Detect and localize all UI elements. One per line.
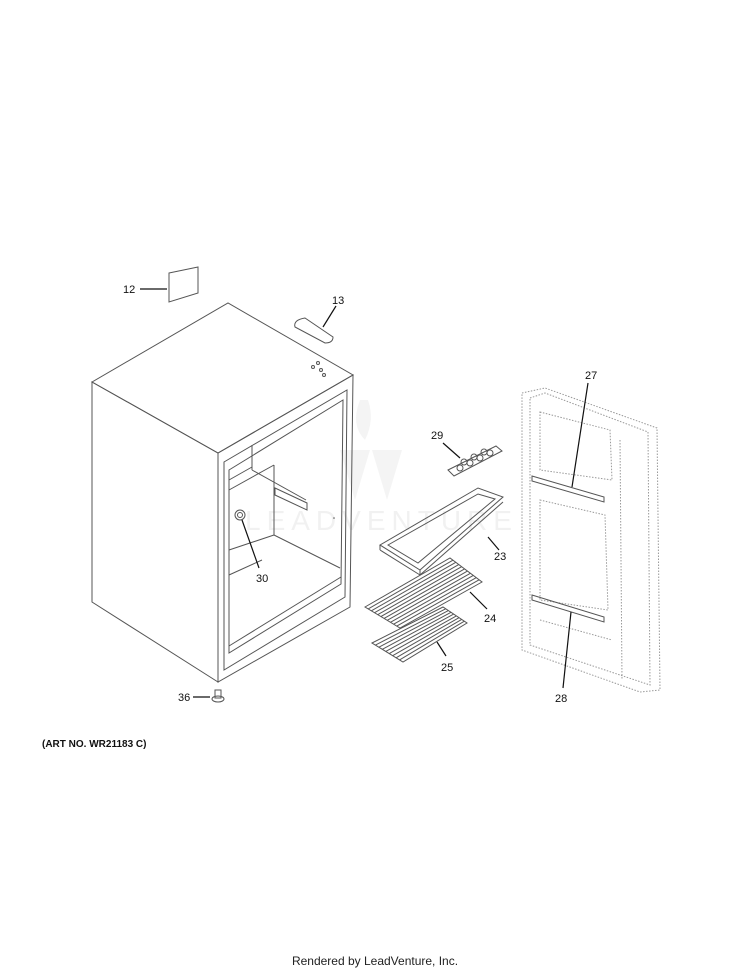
callout-23[interactable]: 23 — [494, 551, 506, 563]
callout-30[interactable]: 30 — [256, 573, 268, 585]
knob-part-30[interactable] — [234, 509, 246, 521]
shelf-wire — [388, 615, 457, 654]
door-shelf-part-27[interactable] — [531, 475, 605, 503]
callout-25[interactable]: 25 — [441, 662, 453, 674]
shelf-wire — [385, 613, 454, 652]
shelf-frame — [370, 606, 468, 663]
shelf-wire — [392, 617, 460, 657]
shelf-part-25[interactable] — [370, 606, 468, 663]
label-part-12[interactable] — [168, 266, 199, 303]
callout-12[interactable]: 12 — [123, 284, 135, 296]
drip-tray-part-23[interactable] — [379, 487, 504, 576]
callout-13[interactable]: 13 — [332, 295, 344, 307]
leveling-foot-part-36[interactable] — [211, 689, 225, 703]
watermark-logo: LEADVENTURE — [245, 400, 518, 536]
hinge-cover-part-13[interactable] — [294, 317, 334, 344]
callout-36[interactable]: 36 — [178, 692, 190, 704]
callout-29[interactable]: 29 — [431, 430, 443, 442]
art-number: (ART NO. WR21183 C) — [42, 739, 147, 750]
callout-24[interactable]: 24 — [484, 613, 496, 625]
shelf-wire — [393, 577, 477, 625]
shelf-wire — [390, 575, 474, 623]
footer-credit: Rendered by LeadVenture, Inc. — [291, 954, 459, 968]
ice-tray-part-29[interactable] — [447, 445, 503, 477]
shelf-wire — [399, 620, 465, 661]
callout-28[interactable]: 28 — [555, 693, 567, 705]
shelf-wire — [380, 568, 465, 617]
shelf-wire — [374, 564, 459, 614]
shelf-wire — [375, 608, 446, 646]
refrigerator-cabinet — [90, 302, 355, 683]
callout-27[interactable]: 27 — [585, 370, 597, 382]
watermark-text: LEADVENTURE — [245, 505, 518, 536]
shelf-wire — [395, 619, 462, 659]
shelf-wire — [367, 559, 454, 610]
shelf-frame — [364, 557, 483, 629]
shelf-wire — [382, 611, 452, 650]
shelf-wire — [383, 570, 468, 619]
shelf-wire — [378, 610, 449, 648]
door-assembly — [521, 387, 661, 693]
shelf-wire — [387, 572, 471, 621]
shelf-part-24[interactable] — [364, 557, 483, 629]
door-shelf-part-28[interactable] — [531, 594, 605, 623]
shelf-wire — [396, 579, 480, 627]
shelf-wire — [377, 566, 462, 616]
shelf-wire — [371, 561, 457, 612]
